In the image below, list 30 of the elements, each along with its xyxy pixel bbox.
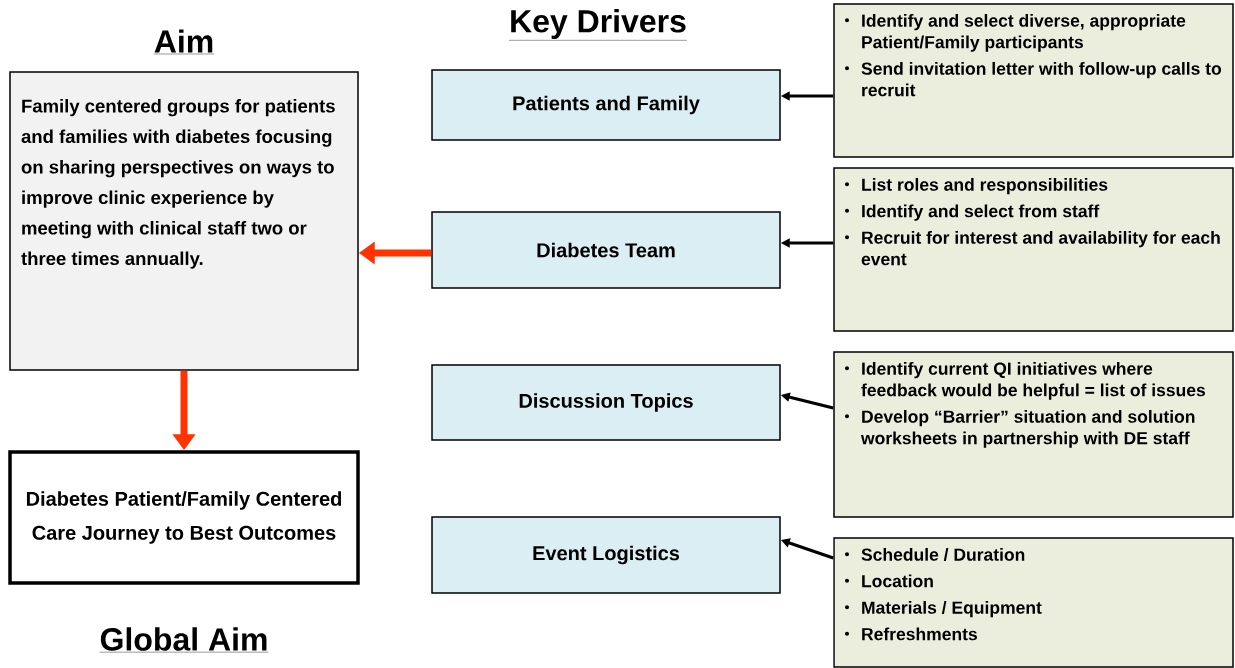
driver-box — [431, 69, 781, 141]
bullet-item: Recruit for interest and availability for each event — [861, 231, 1220, 266]
action-box — [833, 3, 1234, 158]
bullet-item: Identify and select diverse, appropriate Patient/Family participants — [862, 14, 1186, 52]
global-aim-box — [8, 450, 360, 653]
box-text: Event Logistics — [533, 545, 680, 565]
action-box — [833, 351, 1234, 518]
box-text: Diabetes Team — [537, 242, 675, 258]
box-text: Diabetes Patient/Family Centered Care Journey to Best Outcomes — [26, 491, 342, 544]
bullet-item: Refreshments — [862, 627, 977, 641]
driver-box — [431, 516, 781, 594]
heading: Aim — [153, 29, 215, 55]
bullet-item: Identify and select from staff — [862, 204, 1100, 221]
aim-text: Family centered groups for patients and families with diabetes focusing on sharing perspectives on ways to improve clinic experience by meeting with clinical staff two or three times annually. — [21, 99, 335, 269]
aim-box — [9, 29, 359, 371]
bullet-item: List roles and responsibilities — [862, 178, 1108, 195]
driver-box — [431, 211, 781, 289]
bullet-item: Location — [862, 574, 933, 588]
heading: Key Drivers — [508, 9, 688, 41]
box-text: Patients and Family — [513, 95, 700, 115]
bullet-item: Develop “Barrier” situation and solution worksheets in partnership with DE staff — [860, 410, 1195, 448]
driver-box — [431, 364, 781, 441]
bullet-item: Schedule / Duration — [861, 548, 1025, 561]
action-box — [833, 167, 1234, 332]
bullet-item: Send invitation letter with follow-up calls to recruit — [861, 62, 1222, 97]
bullet-item: Materials / Equipment — [862, 601, 1042, 618]
box-text: Discussion Topics — [519, 393, 693, 412]
heading: Global Aim — [99, 627, 269, 653]
bullet-item: Identify current QI initiatives where feedback would be helpful = list of issues — [861, 362, 1205, 400]
action-box — [833, 537, 1234, 668]
